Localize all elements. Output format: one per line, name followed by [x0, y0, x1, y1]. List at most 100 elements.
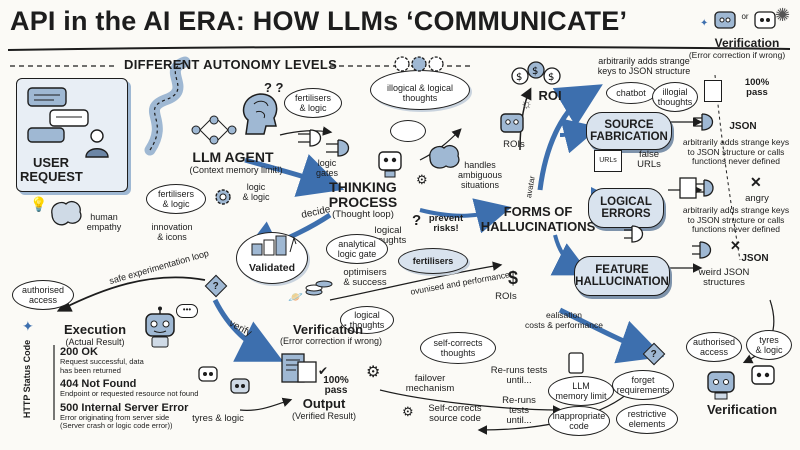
prevent-risks-label: prevent risks! [428, 213, 464, 234]
http-status-code-label: HTTP Status Code [22, 339, 32, 419]
authorised-access-right-cloud: authorised access [686, 332, 742, 362]
verification-top-label: Verification [714, 36, 780, 50]
innovation-icons-label: innovation & icons [151, 222, 193, 242]
or-label: or [741, 12, 749, 21]
logic-gate-icon [679, 177, 714, 199]
roi-label: ROI [538, 88, 562, 103]
flow-to-source [559, 118, 600, 154]
failover-label: failover mechanism [405, 373, 455, 394]
llm-agent-sublabel: (Context memory limit!) [189, 165, 283, 175]
pass-100-right-label: 100% pass [744, 77, 770, 98]
document-icon [281, 353, 317, 383]
flow-agent-to-thinking [244, 154, 345, 197]
coin-stack-icon: $ $ $ [511, 61, 561, 85]
fertilisers-logic-cloud: fertilisers & logic [284, 88, 342, 118]
star-icon: ✦ [700, 18, 709, 29]
inappropriate-code-cloud: inappropriate code [548, 406, 610, 436]
logic-gate-icon [298, 129, 350, 157]
self-corrects-code-label: Self-corrects source code [428, 403, 482, 424]
execution-sublabel: (Actual Result) [65, 337, 125, 347]
status-desc-500: Error originating from server side (Serv… [60, 412, 173, 430]
verification-top-sublabel: (Error correction if wrong) [688, 50, 786, 60]
execution-label: Execution [63, 322, 127, 337]
sun-icon: ☼ [520, 95, 533, 111]
authorised-access-cloud: authorised access [12, 280, 74, 310]
dollar-icon: $ [508, 268, 519, 288]
strange-keys-label-2: arbitrarily adds strange keys to JSON st… [682, 137, 790, 166]
output-sublabel: (Verified Result) [291, 411, 357, 421]
optimisers-label: optimisers & success [343, 267, 387, 288]
chatbot-cloud: chatbot [606, 82, 656, 104]
validated-cloud: Validated [236, 232, 308, 284]
fertilisers-logic-cloud-2: fertilisers & logic [146, 184, 206, 214]
json-label-1: JSON [729, 121, 757, 132]
weird-json-label: weird JSON structures [698, 267, 750, 288]
fertilisers-cloud: fertilisers [398, 248, 468, 274]
restrictive-elements-cloud: restrictive elements [616, 404, 678, 434]
logic-gates-label: logic gates [315, 158, 339, 178]
svg-text:$: $ [548, 72, 554, 83]
llm-memory-cloud: LLM memory limit [548, 376, 614, 406]
winding-path [144, 56, 191, 156]
urls-label: URLs [599, 157, 617, 164]
document-icon [704, 80, 722, 102]
flow-to-forms [419, 198, 512, 234]
svg-text:$: $ [532, 66, 538, 77]
handles-ambiguous-label: handles ambiguous situations [457, 160, 503, 190]
realisation-label: ealisation costs & performance [525, 310, 603, 330]
gear-icon: ⚙ [416, 172, 428, 187]
brain-icon [51, 200, 82, 226]
logic-logic-label: logic & logic [242, 182, 270, 202]
planet-icon: 🪐 [288, 290, 303, 304]
self-corrects-thoughts-cloud: self-corrects thoughts [420, 332, 496, 364]
status-code-404: 404 Not Found [60, 378, 137, 390]
robot-icon [378, 151, 402, 178]
gear-icon [394, 56, 444, 72]
json-label-2: JSON [741, 253, 769, 264]
thought-cloud [390, 120, 426, 142]
forget-requirements-cloud: forget requirements [612, 370, 674, 400]
strange-keys-label-3: arbitrarily adds strange keys to JSON st… [682, 205, 790, 234]
flow-forms-up [537, 84, 603, 191]
flow-execution-loop [56, 276, 206, 312]
flow-to-verification-right [558, 307, 665, 364]
robot-icon [707, 371, 735, 400]
logical-thoughts-cloud: logical thoughts [340, 306, 394, 334]
verification-center-label: Verification [292, 322, 364, 337]
thinking-process-sublabel: (Thought loop) [332, 209, 394, 220]
close-icon: ✕ [730, 238, 741, 253]
page-title: API in the AI ERA: HOW LLMs ‘COMMUNICATE… [10, 6, 628, 36]
coin-stack-icon [305, 280, 333, 296]
user-icon [85, 129, 109, 158]
brain-icon [242, 93, 278, 135]
feature-hallucination-banner: FEATURE HALLUCINATION [574, 256, 670, 296]
lightbulb-icon: 💡 [30, 196, 48, 212]
llm-agent-label: LLM AGENT [192, 149, 274, 165]
star-icon: ✦ [22, 318, 34, 334]
rois-label: ROIs [503, 139, 525, 150]
title-underline [7, 45, 791, 51]
flow-verify [212, 298, 284, 362]
robot-icon [500, 113, 524, 133]
status-list: 200 OK Request successful, data has been… [60, 346, 220, 431]
brain-icon [429, 144, 460, 169]
logic-gate-icon [624, 225, 644, 243]
tyres-logic-label: tyres & logic [192, 413, 244, 424]
status-desc-200: Request successful, data has been return… [60, 357, 144, 375]
gear-icon: ⚙ [366, 364, 381, 381]
autonomy-subtitle: DIFFERENT AUTONOMY LEVELS [124, 57, 338, 72]
thinking-process-label: THINKING PROCESS [328, 179, 398, 210]
forms-of-hallucinations-label: FORMS OF HALLUCINATIONS [480, 204, 596, 234]
robot-icon [198, 366, 218, 382]
output-label: Output [302, 396, 346, 411]
chat-bubble-icon: ••• [176, 304, 198, 318]
urls-document: URLs [594, 150, 622, 172]
tyres-logic-right-cloud: tyres & logic [746, 330, 792, 360]
status-code-200: 200 OK [60, 346, 98, 358]
svg-text:$: $ [516, 72, 522, 83]
illogial-thoughts-cloud: illogial thoughts [652, 82, 698, 112]
phone-icon [568, 352, 584, 374]
checkmark-icon: ✔ [318, 364, 329, 378]
status-code-500: 500 Internal Server Error [60, 401, 189, 414]
network-icon [191, 115, 237, 145]
